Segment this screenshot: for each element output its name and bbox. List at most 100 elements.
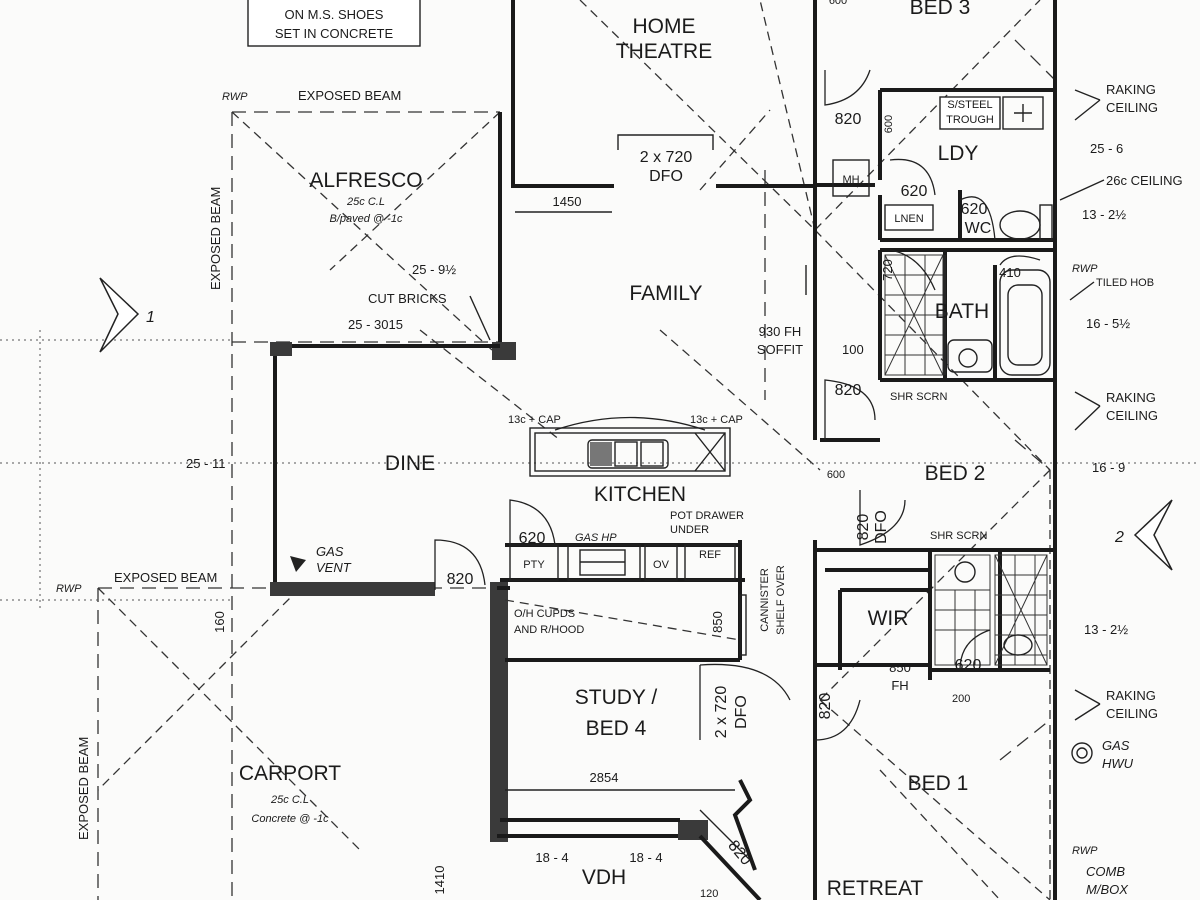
pot-drawer-label: POT DRAWER bbox=[670, 510, 744, 522]
bath-tiles bbox=[884, 254, 946, 376]
dim-600-c: 600 bbox=[829, 0, 847, 7]
dine-label: DINE bbox=[385, 452, 435, 475]
shower-screen-label-2: SHR SCRN bbox=[930, 530, 988, 542]
pot-drawer-under: UNDER bbox=[670, 524, 709, 536]
carport-ceiling-note: 25c C.L bbox=[270, 794, 309, 806]
fh-label: FH bbox=[891, 678, 908, 693]
wir-label: WIR bbox=[868, 607, 909, 630]
bed-2-label: BED 2 bbox=[925, 462, 986, 485]
door-410: 410 bbox=[999, 265, 1021, 280]
raking-ceiling-3: RAKING bbox=[1106, 688, 1156, 703]
door-swings bbox=[434, 69, 1041, 861]
raking-ceiling-2: RAKING bbox=[1106, 390, 1156, 405]
section-marker-1: 1 bbox=[99, 277, 155, 353]
alfresco-ceiling-note: 25c C.L bbox=[346, 196, 385, 208]
kitchen-fixtures bbox=[504, 416, 747, 656]
home-theatre-label-1: HOME bbox=[633, 15, 696, 38]
dim-13-2-top: 13 - 2½ bbox=[1082, 207, 1126, 222]
manhole-label: MH bbox=[842, 174, 859, 186]
gas-hp-label: GAS HP bbox=[575, 532, 617, 544]
bath-label: BATH bbox=[935, 300, 989, 323]
dim-13-2-bottom: 13 - 2½ bbox=[1084, 622, 1128, 637]
dim-16-5: 16 - 5½ bbox=[1086, 316, 1130, 331]
cap-label-right: 13c + CAP bbox=[690, 414, 743, 426]
note-box-line-1: ON M.S. SHOES bbox=[285, 7, 384, 22]
bed-3-label: BED 3 bbox=[910, 0, 971, 19]
door-620-pantry: 620 bbox=[519, 530, 546, 547]
study-label-2: BED 4 bbox=[586, 717, 647, 740]
ensuite-tiles bbox=[994, 554, 1048, 666]
door-720-bath: 720 bbox=[880, 259, 895, 281]
oh-cupds-label: O/H CUPDS bbox=[514, 608, 575, 620]
wet-area-fixtures bbox=[832, 96, 1093, 764]
carport-label: CARPORT bbox=[239, 762, 341, 785]
exposed-beam-label-top: EXPOSED BEAM bbox=[298, 88, 401, 103]
door-620-ensuite: 620 bbox=[955, 657, 982, 674]
raking-ceiling-3b: CEILING bbox=[1106, 706, 1158, 721]
gas-hwu-label-1: GAS bbox=[1102, 738, 1130, 753]
raking-ceiling-2b: CEILING bbox=[1106, 408, 1158, 423]
raking-ceiling-1b: CEILING bbox=[1106, 100, 1158, 115]
shower-screen-label-1: SHR SCRN bbox=[890, 391, 948, 403]
dim-160: 160 bbox=[212, 611, 227, 633]
roof-hip-lines bbox=[97, 0, 1056, 900]
section-marker-2: 2 bbox=[1114, 499, 1173, 571]
dim-18-4-right: 18 - 4 bbox=[629, 850, 662, 865]
door-820-bath: 820 bbox=[835, 382, 862, 399]
cut-bricks-label: CUT BRICKS bbox=[368, 291, 447, 306]
alfresco-floor-note: B/paved @ -1c bbox=[330, 213, 403, 225]
cap-label-left: 13c + CAP bbox=[508, 414, 561, 426]
laundry-label: LDY bbox=[938, 142, 979, 165]
theatre-door-size: 2 x 720 bbox=[640, 149, 693, 166]
fridge-label: REF bbox=[699, 549, 721, 561]
alfresco-label: ALFRESCO bbox=[309, 169, 422, 192]
note-box-line-2: SET IN CONCRETE bbox=[275, 26, 394, 41]
cannister-shelf: SHELF OVER bbox=[775, 565, 787, 635]
comb-mbox-label-2: M/BOX bbox=[1086, 882, 1129, 897]
dim-25-6: 25 - 6 bbox=[1090, 141, 1123, 156]
dim-16-9: 16 - 9 bbox=[1092, 460, 1125, 475]
cannister-label: CANNISTER bbox=[759, 568, 771, 632]
dim-120: 120 bbox=[700, 888, 718, 900]
gas-vent-label-1: GAS bbox=[316, 544, 344, 559]
retreat-label: RETREAT bbox=[827, 877, 924, 900]
exposed-beam-label-mid: EXPOSED BEAM bbox=[114, 570, 217, 585]
exposed-beam-label-carport: EXPOSED BEAM bbox=[76, 737, 91, 840]
pantry-label: PTY bbox=[523, 559, 545, 571]
oh-cupds-hood: AND R/HOOD bbox=[514, 624, 584, 636]
bed-2-door-size: 820 bbox=[855, 514, 872, 541]
dim-25-9: 25 - 9½ bbox=[412, 262, 456, 277]
section-1-label: 1 bbox=[146, 309, 155, 326]
dim-100: 100 bbox=[842, 342, 864, 357]
annotations: RWP EXPOSED BEAM EXPOSED BEAM EXPOSED BE… bbox=[56, 0, 1183, 900]
note-box: ON M.S. SHOES SET IN CONCRETE bbox=[247, 0, 421, 47]
raking-ceiling-1: RAKING bbox=[1106, 82, 1156, 97]
ceiling-26c: 26c CEILING bbox=[1106, 173, 1183, 188]
room-labels: HOME THEATRE ALFRESCO 25c C.L B/paved @ … bbox=[239, 0, 991, 900]
gas-hwu-label-2: HWU bbox=[1102, 756, 1134, 771]
dim-600: 600 bbox=[883, 115, 895, 133]
fh-850: 850 bbox=[889, 660, 911, 675]
door-820-dine: 820 bbox=[447, 571, 474, 588]
rwp-label-4: RWP bbox=[1072, 845, 1098, 857]
bed-2-door-dfo: DFO bbox=[873, 510, 890, 544]
dim-2854: 2854 bbox=[590, 770, 619, 785]
linen-label: LNEN bbox=[894, 213, 923, 225]
vdh-label: VDH bbox=[582, 866, 626, 889]
door-620-laundry: 620 bbox=[901, 183, 928, 200]
wc-label: WC bbox=[965, 220, 992, 237]
steel-trough-label: S/STEEL bbox=[947, 99, 992, 111]
soffit-label: SOFFIT bbox=[757, 342, 803, 357]
gas-vent-label-2: VENT bbox=[316, 560, 352, 575]
dim-1450: 1450 bbox=[553, 194, 582, 209]
oven-label: OV bbox=[653, 559, 670, 571]
door-620-wc: 620 bbox=[961, 201, 988, 218]
carport-floor-note: Concrete @ -1c bbox=[251, 813, 329, 825]
door-820-bed1: 820 bbox=[817, 693, 834, 720]
dim-25-3015: 25 - 3015 bbox=[348, 317, 403, 332]
exposed-beam-label-left: EXPOSED BEAM bbox=[208, 187, 223, 290]
study-door-dfo: DFO bbox=[733, 695, 750, 729]
door-size-labels: 820 620 620 720 410 820 620 820 820 820 … bbox=[447, 111, 1021, 869]
dim-25-dine: 25 - 11 bbox=[186, 456, 226, 471]
